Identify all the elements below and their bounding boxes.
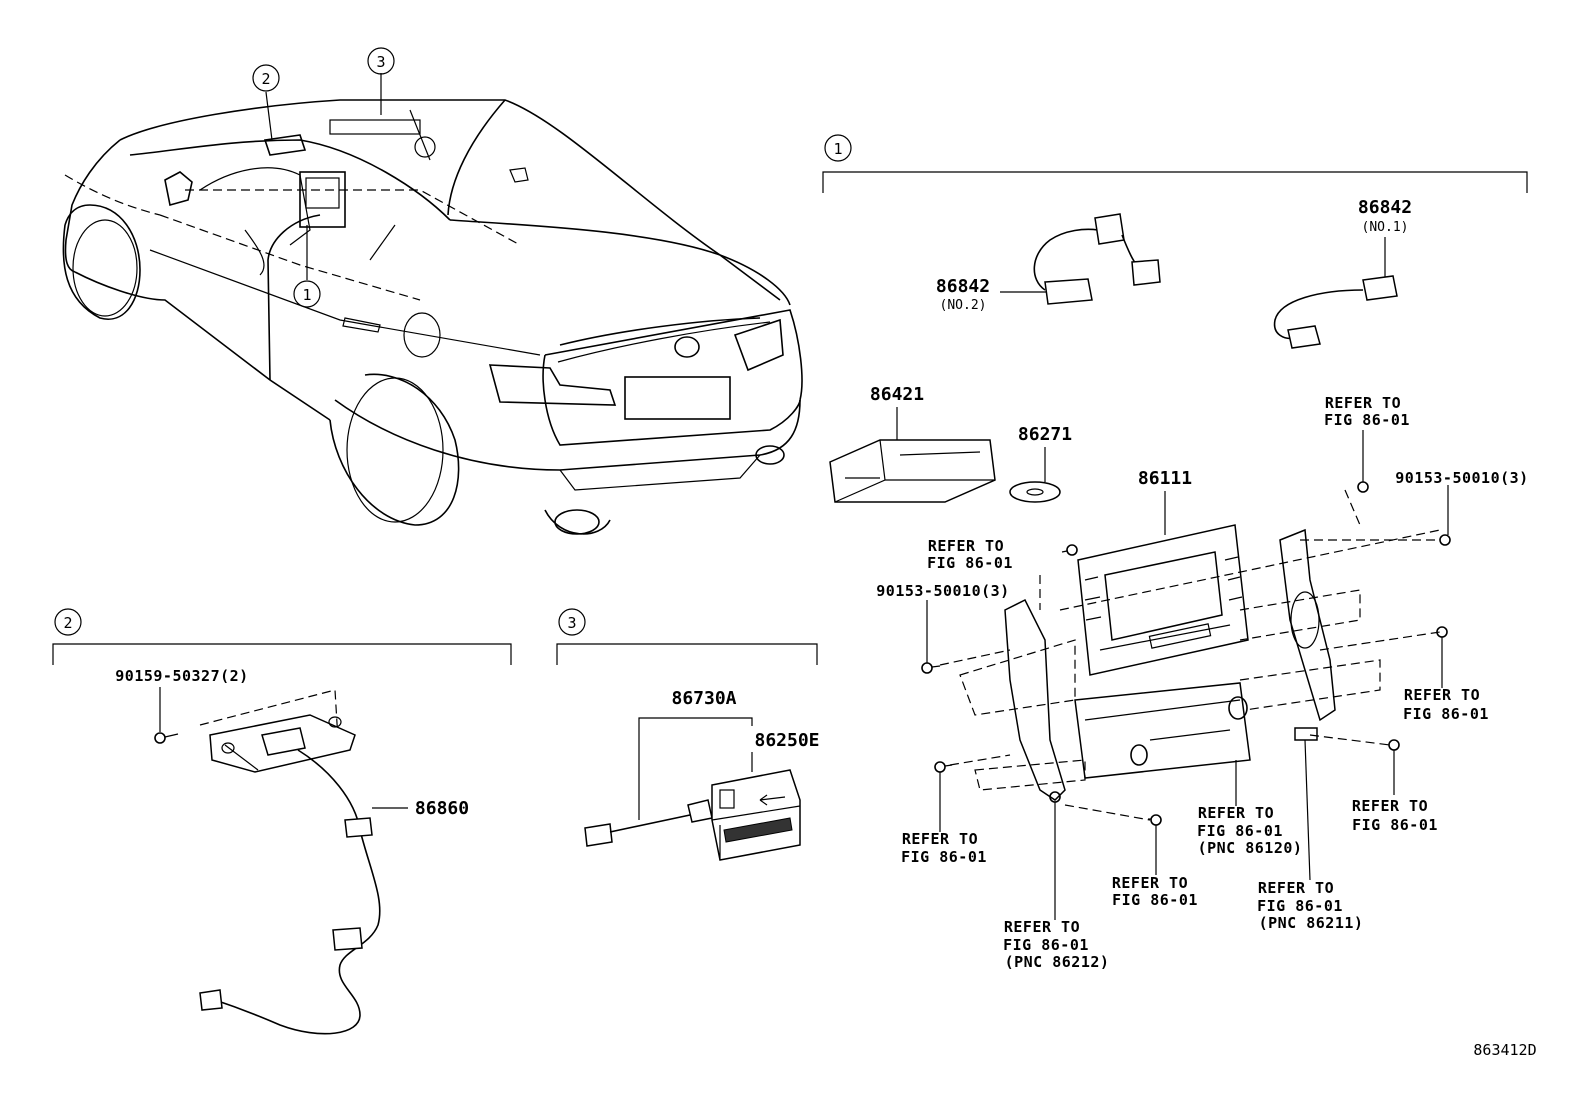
screw-icon — [934, 761, 953, 773]
callout-2-section: 2 — [63, 614, 72, 632]
screw-icon — [1357, 481, 1369, 493]
section-3: 3 86730A 86250E — [556, 608, 820, 861]
callout-1-car: 1 — [293, 280, 321, 308]
fig-label: FIG 86-01 — [1257, 897, 1343, 915]
bracket-left — [1004, 598, 1066, 803]
part-86730a-label: 86730A — [671, 688, 736, 709]
part-86111-label: 86111 — [1138, 468, 1192, 489]
part-86842-no2-label: 86842 — [936, 276, 990, 297]
callout-3-car: 3 — [367, 47, 395, 75]
part-86271-label: 86271 — [1018, 424, 1072, 445]
screw-icon — [1439, 534, 1451, 546]
refer-label: REFER TO — [1352, 797, 1428, 815]
part-86250e-label: 86250E — [754, 730, 819, 751]
fig-label: FIG 86-01 — [1403, 705, 1489, 723]
refer-label: REFER TO — [1404, 686, 1480, 704]
section-1: 1 86842 (NO.1) 86842 (NO.2) 86421 — [822, 134, 1528, 971]
refer-label: REFER TO — [1004, 918, 1080, 936]
section-2: 2 90159-50327(2) 86860 — [52, 608, 512, 1035]
section-3-bracket — [556, 643, 818, 665]
fig-label: FIG 86-01 — [1197, 822, 1283, 840]
part-86860-module — [199, 689, 356, 773]
harness-86842-no2 — [1033, 213, 1161, 305]
part-86730a-cable — [584, 799, 713, 847]
screw-icons — [921, 481, 1451, 826]
fig-label: FIG 86-01 — [901, 848, 987, 866]
refer-label: REFER TO — [902, 830, 978, 848]
svg-text:3: 3 — [376, 53, 385, 71]
screw-icon — [921, 662, 941, 674]
refer-label: REFER TO — [928, 537, 1004, 555]
svg-text:1: 1 — [302, 286, 311, 304]
callout-3-section: 3 — [567, 614, 576, 632]
part-86421-cd-changer — [829, 439, 996, 503]
harness-86842-no1 — [1273, 275, 1398, 349]
screw-icon — [1061, 544, 1078, 556]
bracket-right — [1279, 528, 1336, 741]
part-86111-display-unit — [1077, 524, 1249, 676]
fig-label: FIG 86-01 — [1003, 936, 1089, 954]
part-86271-disc — [1009, 481, 1061, 503]
refer-label: REFER TO — [1112, 874, 1188, 892]
screw-icon — [154, 732, 179, 744]
part-86421-label: 86421 — [870, 384, 924, 405]
callout-2-car: 2 — [252, 64, 280, 92]
pnc-86120-label: (PNC 86120) — [1198, 839, 1303, 857]
part-86120-audio-unit — [1074, 682, 1251, 779]
screw-label-90153-b: 90153-50010(3) — [876, 582, 1009, 600]
section-1-bracket — [822, 171, 1528, 193]
diagram-id: 863412D — [1473, 1041, 1536, 1059]
fig-label: FIG 86-01 — [1324, 411, 1410, 429]
pnc-86212-label: (PNC 86212) — [1005, 953, 1110, 971]
fig-label: FIG 86-01 — [1352, 816, 1438, 834]
part-86842-no1-label: 86842 — [1358, 197, 1412, 218]
phantom-lines — [939, 489, 1441, 821]
car-illustration — [62, 73, 803, 535]
screw-label-90153-a: 90153-50010(3) — [1395, 469, 1528, 487]
screw-icon — [1388, 739, 1400, 751]
part-86860-harness — [199, 749, 381, 1035]
part-86860-label: 86860 — [415, 798, 469, 819]
refer-label: REFER TO — [1258, 879, 1334, 897]
callout-1-section — [824, 134, 852, 162]
refer-label: REFER TO — [1325, 394, 1401, 412]
leader-lines — [926, 430, 1449, 920]
screw-label-90159: 90159-50327(2) — [115, 667, 248, 685]
part-86842-no1-sub: (NO.1) — [1362, 220, 1409, 235]
pnc-86211-label: (PNC 86211) — [1259, 914, 1364, 932]
callout-1-section-label: 1 — [833, 140, 842, 158]
fig-label: FIG 86-01 — [927, 554, 1013, 572]
part-86842-no2-sub: (NO.2) — [940, 298, 987, 313]
section-2-bracket — [52, 643, 512, 665]
svg-text:2: 2 — [261, 70, 270, 88]
fig-label: FIG 86-01 — [1112, 891, 1198, 909]
part-86250e-usb-box — [711, 769, 801, 861]
refer-label: REFER TO — [1198, 804, 1274, 822]
